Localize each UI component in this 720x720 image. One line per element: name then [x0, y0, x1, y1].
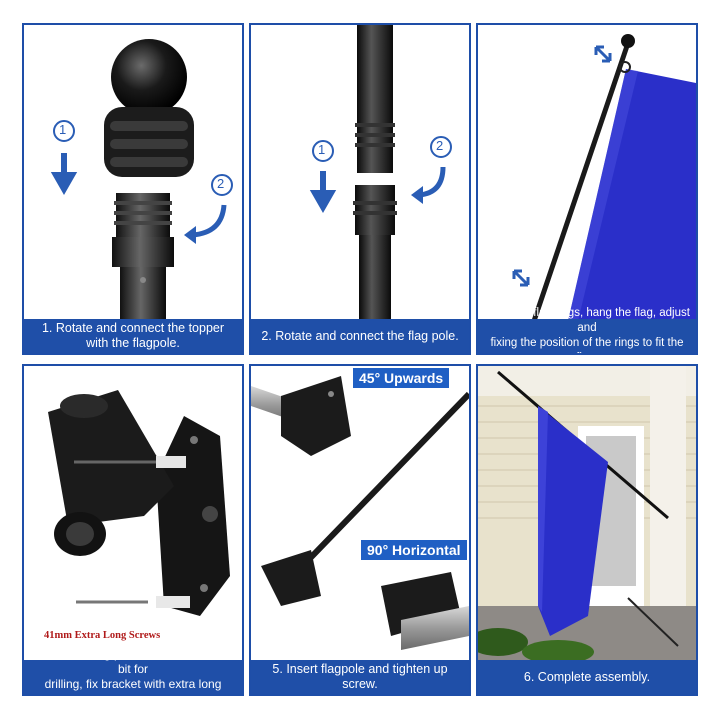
step-2-marker-b: 2 — [436, 138, 444, 153]
step-3-caption-line1: 3. Put on flag rings, hang the flag, adj… — [484, 307, 690, 334]
step-1-caption-line2: with the flagpole. — [86, 336, 180, 350]
step-5-caption: 5. Insert flagpole and tighten up screw. — [251, 660, 469, 694]
step-3-panel: 3. Put on flag rings, hang the flag, adj… — [476, 23, 698, 355]
step-1-marker-b: 2 — [217, 176, 225, 191]
step-1-caption: 1. Rotate and connect the topper with th… — [24, 319, 242, 353]
step-4-panel: 41mm Extra Long Screws 4. Mark drilling … — [22, 364, 244, 696]
step-4-caption-line2: drilling, fix bracket with extra long sc… — [44, 677, 222, 694]
house-photo-illustration — [478, 366, 696, 662]
step-1-marker-a: 1 — [59, 122, 67, 137]
insert-pole-illustration — [251, 376, 469, 650]
step-2-marker-a: 1 — [318, 142, 326, 157]
angle-tag-90: 90° Horizontal — [361, 540, 467, 560]
step-1-panel: 1 2 1. Rotate and connect the topper wit… — [22, 23, 244, 355]
step-5-caption-text: 5. Insert flagpole and tighten up screw. — [272, 662, 448, 691]
step-1-caption-line1: 1. Rotate and connect the topper — [41, 321, 225, 335]
step-4-caption: 4. Mark drilling position, use 6mm drill… — [24, 647, 242, 694]
step-6-panel: 6. Complete assembly. — [476, 364, 698, 696]
step-2-panel: 1 2 2. Rotate and connect the flag pole. — [249, 23, 471, 355]
step-3-caption: 3. Put on flag rings, hang the flag, adj… — [478, 307, 696, 353]
step-6-caption-text: 6. Complete assembly. — [523, 669, 651, 684]
step-3-caption-line2: fixing the position of the rings to fit … — [490, 337, 684, 353]
screws-note: 41mm Extra Long Screws — [44, 630, 161, 641]
pole-join-illustration — [309, 25, 452, 321]
angle-tag-45: 45° Upwards — [353, 368, 450, 388]
step-2-caption: 2. Rotate and connect the flag pole. — [251, 319, 469, 353]
step-2-caption-text: 2. Rotate and connect the flag pole. — [261, 328, 459, 343]
step-6-caption: 6. Complete assembly. — [478, 660, 696, 694]
step-5-panel: 45° Upwards 90° Horizontal 5. Insert fla… — [249, 364, 471, 696]
hang-flag-illustration — [512, 34, 696, 321]
step-4-caption-line1: 4. Mark drilling position, use 6mm drill… — [32, 647, 234, 676]
topper-illustration — [50, 39, 233, 321]
bracket-mount-illustration — [48, 390, 230, 616]
